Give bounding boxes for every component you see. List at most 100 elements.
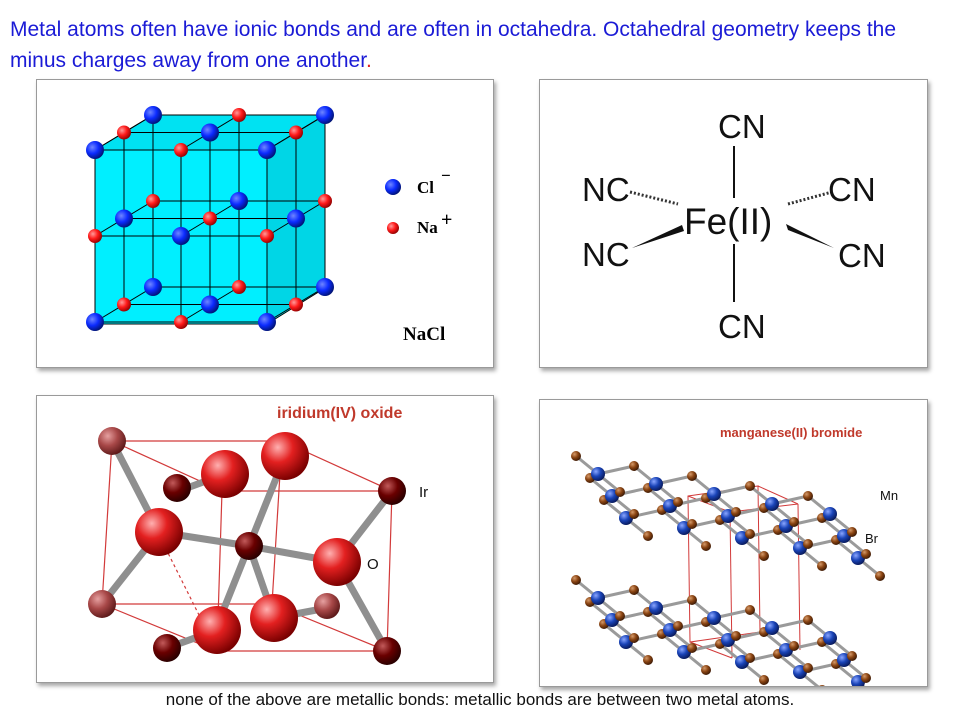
nacl-compound-label: NaCl (403, 324, 445, 345)
br-atom (789, 641, 799, 651)
br-atom (819, 685, 825, 686)
na-ion (174, 315, 188, 329)
bond-lower-left-wedge (632, 225, 684, 248)
br-atom (571, 575, 581, 585)
br-atom (875, 571, 885, 581)
na-ion (117, 125, 131, 140)
footer-caption: none of the above are metallic bonds: me… (165, 690, 795, 709)
mn-atom (765, 621, 779, 635)
nacl-atoms (86, 106, 334, 331)
br-atom (643, 655, 653, 665)
br-atom (745, 481, 755, 491)
na-ion (146, 194, 160, 208)
na-ion (232, 108, 246, 122)
ligand-lower-left: NC (582, 236, 630, 273)
mn-atom (707, 611, 721, 625)
ir-atom (153, 634, 181, 662)
ligand-bottom: CN (718, 308, 766, 345)
na-ion (289, 297, 303, 312)
br-atom (615, 611, 625, 621)
iron-cyanide-diagram: CN CN NC NC CN CN Fe(II) (582, 108, 886, 345)
br-atom (731, 507, 741, 517)
slide-title: Metal atoms often have ionic bonds and a… (10, 14, 950, 76)
na-ion (117, 297, 131, 312)
ir-label: Ir (419, 484, 428, 501)
br-atom (803, 539, 813, 549)
o-label: O (367, 556, 379, 573)
iron-cyanide-panel: CN CN NC NC CN CN Fe(II) (539, 79, 928, 368)
iridium-oxide-panel: iridium(IV) oxide (36, 395, 494, 683)
na-ion (289, 125, 303, 140)
mnbr2-layers (571, 451, 885, 686)
manganese-bromide-diagram: manganese(II) bromide Mn Br (571, 425, 898, 686)
cl-ion (144, 278, 162, 296)
br-atom (687, 595, 697, 605)
br-atom (701, 665, 711, 675)
legend-cl-label: Cl (417, 178, 434, 197)
br-atom (745, 529, 755, 539)
br-atom (673, 621, 683, 631)
br-atom (731, 631, 741, 641)
ir-atom (163, 474, 191, 502)
legend-na-charge: + (441, 209, 452, 231)
cl-ion (258, 141, 276, 159)
ligand-upper-right: CN (828, 171, 876, 208)
na-ion (318, 194, 332, 208)
cl-ion (201, 123, 219, 142)
br-atom (687, 643, 697, 653)
ir-atom (373, 637, 401, 665)
cl-ion (230, 192, 248, 210)
slide-title-period: . (366, 49, 372, 72)
o-atom (201, 450, 249, 498)
br-atom (687, 471, 697, 481)
slide-title-text: Metal atoms often have ionic bonds and a… (10, 18, 897, 72)
mn-label: Mn (880, 488, 898, 503)
mn-atom (765, 497, 779, 511)
br-atom (803, 491, 813, 501)
br-atom (803, 615, 813, 625)
na-ion (232, 280, 246, 294)
br-atom (759, 675, 769, 685)
legend-cl-charge: − (441, 166, 451, 185)
o-atom (313, 538, 361, 586)
mn-atom (591, 467, 605, 481)
o-atom (135, 508, 183, 556)
nacl-lattice-diagram: Cl − Na + NaCl (86, 106, 452, 345)
br-atom (629, 509, 639, 519)
cl-ion (115, 209, 133, 228)
cl-ion (258, 313, 276, 331)
ir-atom (98, 427, 126, 455)
br-atom (629, 461, 639, 471)
ligand-lower-right: CN (838, 237, 886, 274)
br-atom (847, 651, 857, 661)
na-ion (174, 143, 188, 157)
legend-na-dot (387, 222, 399, 234)
cl-ion (316, 106, 334, 124)
ligand-upper-left: NC (582, 171, 630, 208)
br-atom (745, 605, 755, 615)
br-atom (817, 561, 827, 571)
na-ion (88, 229, 102, 243)
cl-ion (144, 106, 162, 124)
ir-atom (378, 477, 406, 505)
mn-atom (707, 487, 721, 501)
br-atom (615, 487, 625, 497)
br-atom (861, 673, 871, 683)
cl-ion (316, 278, 334, 296)
cl-ion (86, 141, 104, 159)
o-atom (193, 606, 241, 654)
bond-upper-right-hashed (787, 190, 833, 206)
br-atom (745, 653, 755, 663)
br-atom (803, 663, 813, 673)
ligand-top: CN (718, 108, 766, 145)
br-atom (629, 585, 639, 595)
br-atom (847, 527, 857, 537)
legend-na-label: Na (417, 218, 438, 237)
metal-center-label: Fe(II) (684, 201, 772, 242)
br-atom (861, 549, 871, 559)
mn-atom (823, 631, 837, 645)
br-atom (673, 497, 683, 507)
br-atom (643, 531, 653, 541)
br-atom (701, 541, 711, 551)
br-label: Br (865, 531, 879, 546)
